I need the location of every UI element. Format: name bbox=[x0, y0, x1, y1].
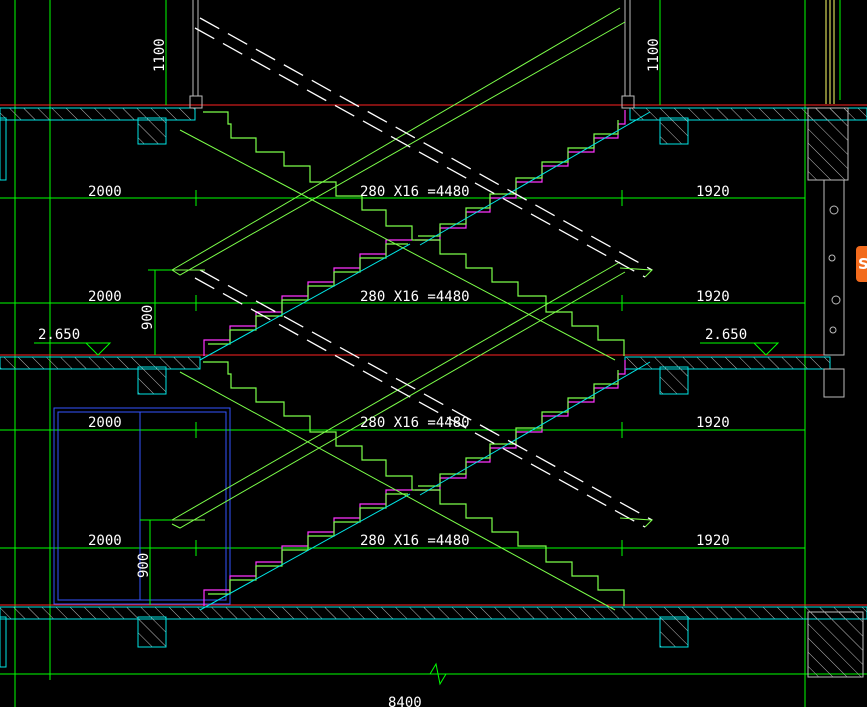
middle-floor-slab bbox=[0, 354, 831, 395]
level-markers bbox=[34, 342, 780, 356]
dim-rail-height-right: 1100 bbox=[646, 38, 662, 72]
flight-upper-right bbox=[415, 110, 626, 241]
dim-rail-height-left: 1100 bbox=[152, 38, 168, 72]
stair-soffits bbox=[199, 111, 651, 611]
dim-row1-left: 2000 bbox=[88, 184, 122, 200]
triangle-level-marker-icon bbox=[700, 342, 780, 356]
dim-landing-height-upper: 900 bbox=[140, 305, 156, 330]
horizontal-dimension-lines bbox=[0, 197, 867, 675]
dim-row3-left: 2000 bbox=[88, 415, 122, 431]
dim-row4-right: 1920 bbox=[696, 533, 730, 549]
flight-bottom-right bbox=[412, 489, 625, 606]
level-right: 2.650 bbox=[705, 327, 747, 343]
upper-floor-slab bbox=[0, 104, 867, 181]
dim-row3-flight: 280 X16 =4480 bbox=[360, 415, 470, 431]
dim-row3-right: 1920 bbox=[696, 415, 730, 431]
handrail-posts bbox=[189, 0, 635, 109]
landing-plates bbox=[172, 267, 654, 528]
level-left: 2.650 bbox=[38, 327, 80, 343]
lower-floor-slab bbox=[0, 604, 867, 668]
dashed-handrail-lines bbox=[194, 17, 653, 528]
side-badge[interactable]: S bbox=[856, 246, 867, 282]
dim-row1-right: 1920 bbox=[696, 184, 730, 200]
vertical-grid-lines bbox=[14, 0, 841, 707]
triangle-level-marker-icon bbox=[34, 342, 112, 356]
dim-row4-flight: 280 X16 =4480 bbox=[360, 533, 470, 549]
flight-upper-left bbox=[203, 111, 413, 240]
stair-flights bbox=[203, 110, 626, 606]
break-line-icon bbox=[429, 662, 447, 686]
accent-lines-top-right bbox=[825, 0, 835, 104]
dim-row2-flight: 280 X16 =4480 bbox=[360, 289, 470, 305]
flight-lower-left bbox=[203, 361, 413, 490]
flight-lower-right bbox=[415, 360, 626, 491]
dimension-ticks bbox=[195, 190, 623, 556]
handrail-diagonals bbox=[171, 7, 626, 611]
door-frame bbox=[53, 407, 231, 605]
dim-row4-left: 2000 bbox=[88, 533, 122, 549]
dim-overall-width: 8400 bbox=[388, 695, 422, 707]
dim-row1-flight: 280 X16 =4480 bbox=[360, 184, 470, 200]
flight-mid-right bbox=[412, 239, 625, 356]
dimension-labels: 2000 1920 280 X16 =4480 2000 1920 280 X1… bbox=[38, 38, 747, 707]
dim-row2-right: 1920 bbox=[696, 289, 730, 305]
right-wall-column bbox=[807, 107, 864, 678]
dim-landing-height-lower: 900 bbox=[136, 553, 152, 578]
dim-row2-left: 2000 bbox=[88, 289, 122, 305]
